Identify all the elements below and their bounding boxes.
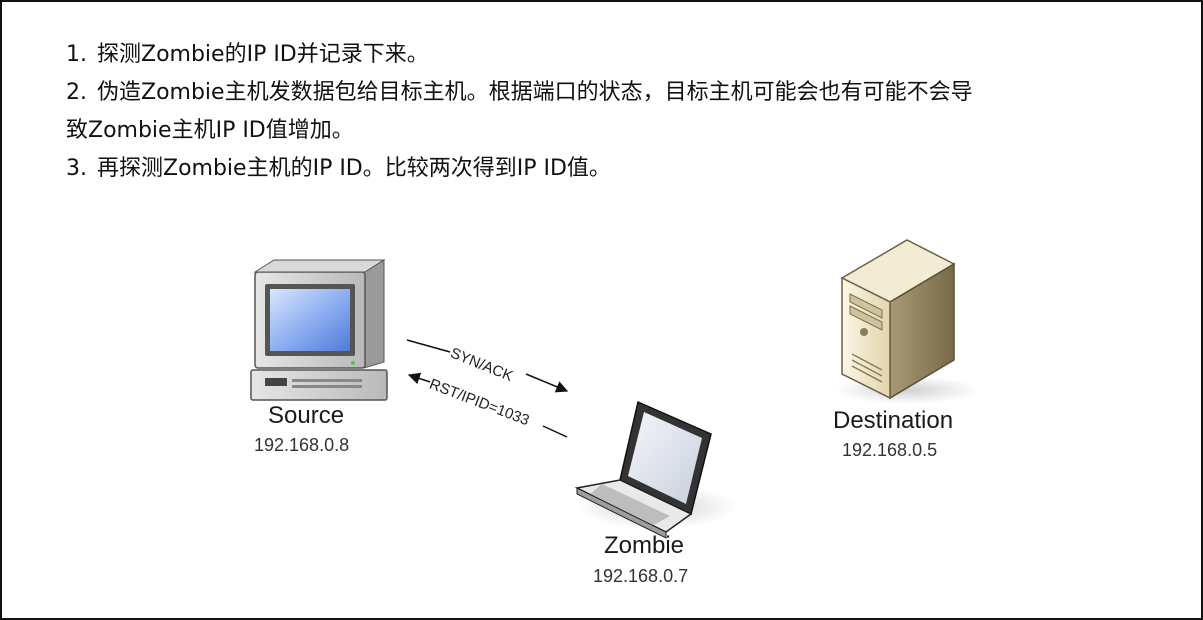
syn-ack-arrow	[406, 339, 569, 393]
rst-arrow	[407, 372, 568, 438]
destination-server-icon	[835, 239, 979, 404]
zombie-ip: 192.168.0.7	[593, 566, 689, 586]
steps-list: 1. 探测Zombie的IP ID并记录下来。 2. 伪造Zombie主机发数据包给…	[66, 36, 1176, 188]
source-computer-icon	[250, 259, 388, 401]
source-ip: 192.168.0.8	[254, 435, 350, 455]
step-2: 2. 伪造Zombie主机发数据包给目标主机。根据端口的状态，目标主机可能会也有可…	[66, 74, 1176, 112]
step-3: 3. 再探测Zombie主机的IP ID。比较两次得到IP ID值。	[66, 150, 1176, 188]
step-number: 1.	[66, 42, 87, 67]
destination-ip: 192.168.0.5	[842, 440, 938, 460]
step-text: 探测Zombie的IP ID并记录下来。	[97, 42, 429, 67]
zombie-laptop-icon	[574, 400, 737, 539]
zombie-name: Zombie	[604, 532, 685, 559]
step-text: 伪造Zombie主机发数据包给目标主机。根据端口的状态，目标主机可能会也有可能不…	[97, 80, 973, 105]
step-number: 3.	[66, 156, 87, 181]
step-text: 再探测Zombie主机的IP ID。比较两次得到IP ID值。	[97, 156, 611, 181]
destination-name: Destination	[833, 407, 954, 434]
source-name: Source	[268, 402, 345, 429]
step-1: 1. 探测Zombie的IP ID并记录下来。	[66, 36, 1176, 74]
step-2-continuation: 致Zombie主机IP ID值增加。	[66, 118, 354, 143]
step-number: 2.	[66, 80, 87, 105]
